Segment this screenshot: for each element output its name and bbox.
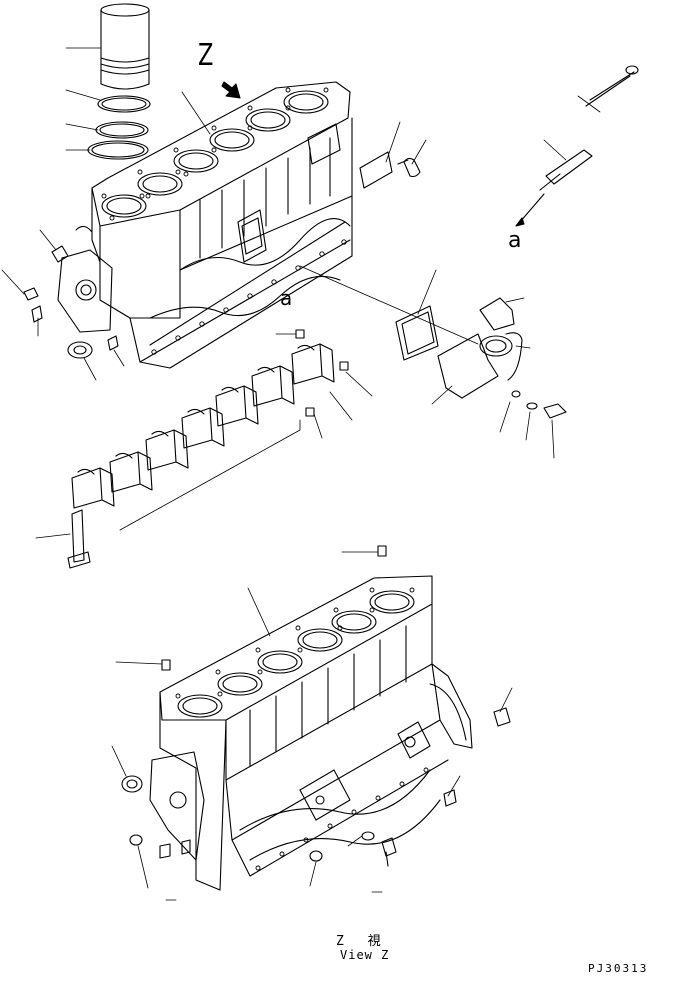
- detail-a-label-right: a: [508, 228, 522, 253]
- cylinder-block-upper: [58, 82, 352, 368]
- leader-lines-lower: [112, 552, 512, 900]
- dipstick-assembly: [516, 66, 638, 226]
- view-caption-japanese: Z 視: [336, 934, 389, 949]
- cylinder-liner: [101, 4, 149, 89]
- cover-plate-right: [360, 152, 420, 188]
- detail-a-label-middle: a: [280, 286, 293, 310]
- water-outlet-assembly: [396, 298, 566, 418]
- drawing-code: PJ30313: [588, 962, 649, 975]
- cylinder-block-view-z: [150, 576, 472, 890]
- small-parts-view-z: [122, 546, 510, 866]
- main-bearing-caps: [68, 330, 348, 568]
- small-parts-left: [24, 246, 118, 358]
- view-z-arrow: [222, 82, 240, 98]
- leader-lines-upper: [2, 48, 600, 538]
- view-caption-english: View Z: [340, 948, 390, 962]
- view-z-marker-label: Z: [198, 38, 214, 73]
- o-ring-set: [88, 96, 150, 159]
